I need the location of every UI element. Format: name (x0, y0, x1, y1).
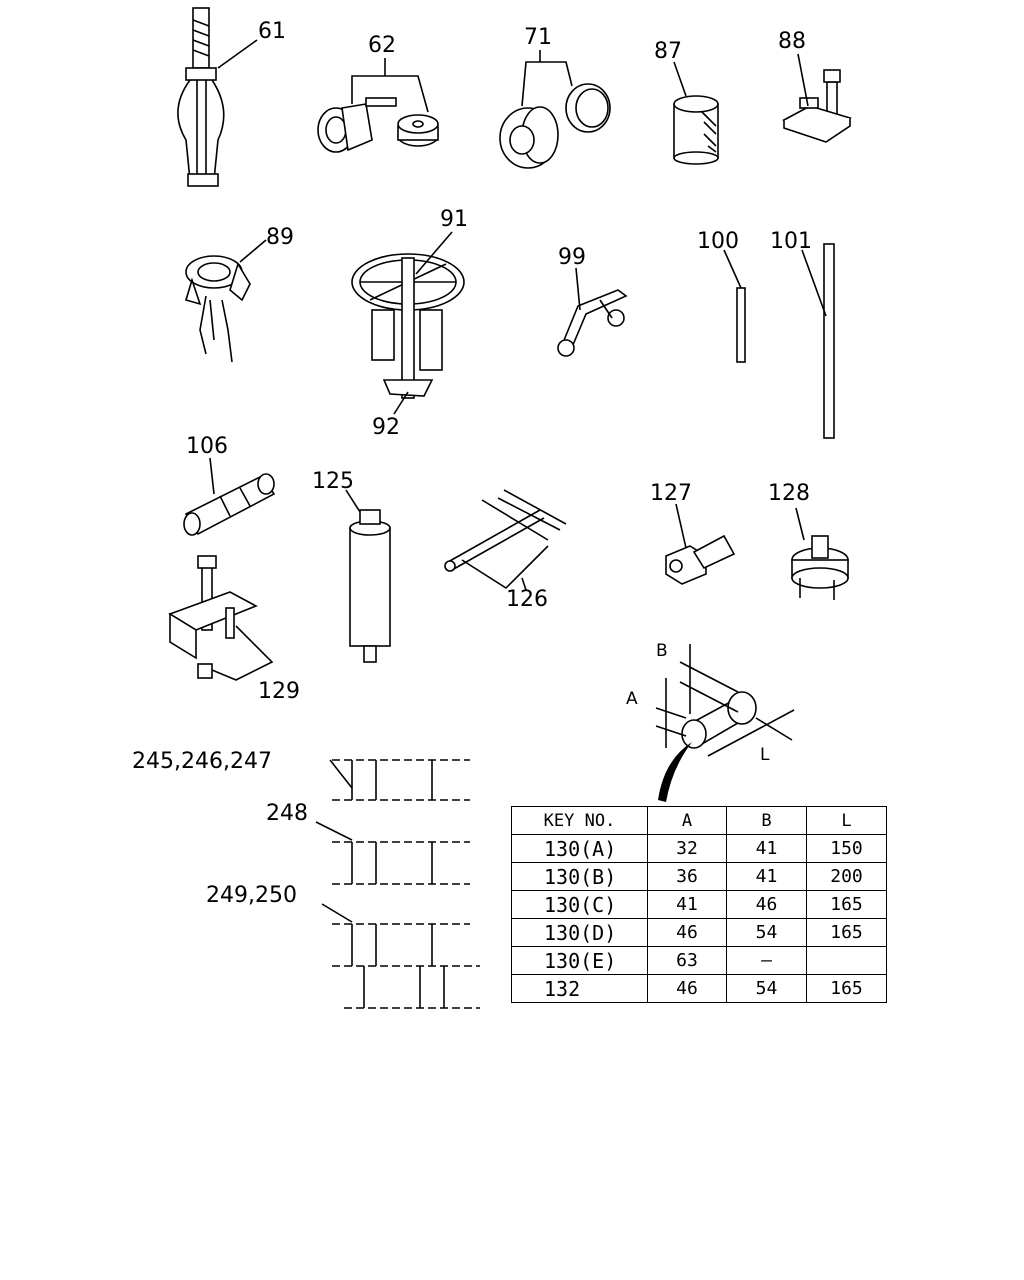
part-130-spanner-dimensions: A B L (626, 641, 795, 802)
part-87-sleeve: 87 (654, 39, 719, 165)
chain-set-3 (332, 923, 480, 1009)
part-88-fixture: 88 (778, 29, 852, 143)
cell-a: 46 (647, 974, 727, 1003)
callout-129: 129 (258, 679, 300, 704)
callout-248: 248 (266, 801, 308, 826)
callout-91: 91 (440, 207, 468, 232)
callout-127: 127 (650, 481, 692, 506)
callout-106: 106 (186, 434, 228, 459)
cell-l: 165 (806, 974, 887, 1003)
table-row: 130(C) 41 46 165 (511, 890, 887, 919)
cell-b: 41 (726, 834, 807, 863)
part-100-pin: 100 (697, 229, 746, 363)
header-l: L (806, 806, 887, 835)
cell-l: 200 (806, 862, 887, 891)
callout-125: 125 (312, 469, 354, 494)
part-99-bracket: 99 (557, 245, 628, 357)
callout-101: 101 (770, 229, 812, 254)
dim-a-label: A (626, 689, 638, 709)
part-89-pliers: 89 (185, 225, 294, 363)
part-127-adapter: 127 (650, 481, 736, 585)
cell-a: 46 (647, 918, 727, 947)
part-71-seal-installer: 71 (499, 25, 611, 169)
callout-88: 88 (778, 29, 806, 54)
callout-92: 92 (372, 415, 400, 440)
part-106-driver: 106 (183, 434, 276, 536)
callout-62: 62 (368, 33, 396, 58)
part-128-holder: 128 (768, 481, 849, 600)
cell-key: 130(A) (511, 834, 648, 863)
spec-table-header: KEY NO. A B L (511, 806, 887, 835)
cell-l: 165 (806, 890, 887, 919)
parts-245-250-chains: 245,246,247 248 249,250 (132, 749, 480, 1009)
cell-key: 130(D) (511, 918, 648, 947)
cell-l: 150 (806, 834, 887, 863)
cell-key: 132 (511, 974, 648, 1003)
callout-61: 61 (258, 19, 286, 44)
chain-set-2 (332, 841, 470, 885)
callout-87: 87 (654, 39, 682, 64)
table-row: 130(E) 63 – (511, 946, 887, 975)
cell-b: – (726, 946, 807, 975)
part-125-cylinder: 125 (312, 469, 391, 663)
cell-a: 63 (647, 946, 727, 975)
header-b: B (726, 806, 807, 835)
callout-128: 128 (768, 481, 810, 506)
cell-a: 36 (647, 862, 727, 891)
dim-b-label: B (656, 641, 668, 661)
part-101-rod: 101 (770, 229, 835, 439)
table-row: 130(D) 46 54 165 (511, 918, 887, 947)
callout-100: 100 (697, 229, 739, 254)
header-a: A (647, 806, 727, 835)
cell-key: 130(B) (511, 862, 648, 891)
part-129-puller-bar: 129 (168, 555, 300, 704)
part-61-gear-puller: 61 (177, 7, 286, 187)
callout-245-247: 245,246,247 (132, 749, 272, 774)
cell-l: 165 (806, 918, 887, 947)
part-126-t-wrench: 126 (444, 489, 567, 612)
header-key-no: KEY NO. (511, 806, 648, 835)
cell-b: 46 (726, 890, 807, 919)
cell-b: 54 (726, 974, 807, 1003)
dim-l-label: L (760, 745, 770, 765)
callout-126: 126 (506, 587, 548, 612)
cell-a: 41 (647, 890, 727, 919)
part-91-compressor: 91 92 (351, 207, 468, 440)
cell-a: 32 (647, 834, 727, 863)
callout-99: 99 (558, 245, 586, 270)
table-row: 130(A) 32 41 150 (511, 834, 887, 863)
spec-table: KEY NO. A B L 130(A) 32 41 150 130(B) 36… (511, 806, 887, 1003)
callout-71: 71 (524, 25, 552, 50)
callout-89: 89 (266, 225, 294, 250)
cell-l (806, 946, 887, 975)
part-62-installer-set: 62 (317, 33, 439, 153)
chain-set-1 (332, 759, 470, 801)
cell-b: 41 (726, 862, 807, 891)
callout-249-250: 249,250 (206, 883, 297, 908)
table-row: 132 46 54 165 (511, 974, 887, 1003)
cell-b: 54 (726, 918, 807, 947)
cell-key: 130(E) (511, 946, 648, 975)
table-row: 130(B) 36 41 200 (511, 862, 887, 891)
cell-key: 130(C) (511, 890, 648, 919)
